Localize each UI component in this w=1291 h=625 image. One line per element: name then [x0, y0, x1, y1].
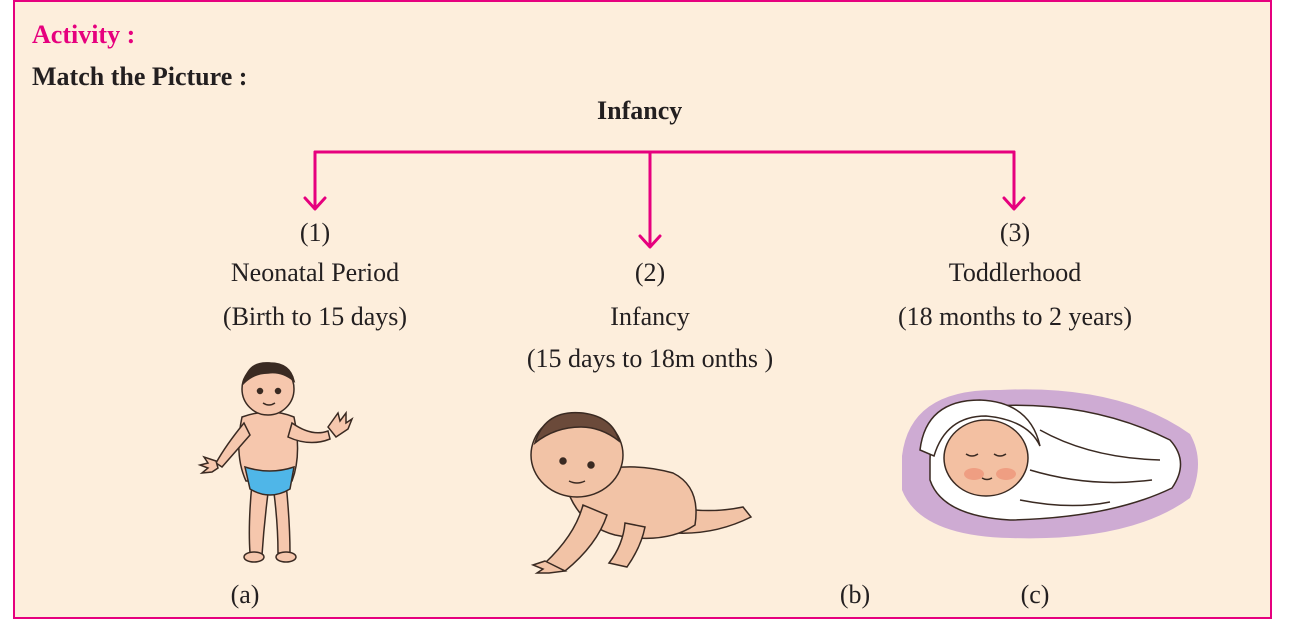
stage-3-range: (18 months to 2 years)	[840, 302, 1190, 332]
swaddled-newborn-illustration	[890, 370, 1210, 550]
picture-a-label: (a)	[215, 580, 275, 610]
stage-1-name: Neonatal Period	[175, 258, 455, 288]
picture-c-label: (c)	[1005, 580, 1065, 610]
standing-toddler-illustration	[190, 355, 370, 570]
stage-3-name: Toddlerhood	[875, 258, 1155, 288]
stage-1-range: (Birth to 15 days)	[165, 302, 465, 332]
picture-b-label: (b)	[825, 580, 885, 610]
stage-1-number: (1)	[215, 218, 415, 248]
stage-2-range: (15 days to 18m onths )	[470, 344, 830, 374]
stage-2-number: (2)	[550, 258, 750, 288]
crawling-baby-illustration	[505, 395, 775, 580]
stage-2-name: Infancy	[520, 302, 780, 332]
stage-3-number: (3)	[915, 218, 1115, 248]
